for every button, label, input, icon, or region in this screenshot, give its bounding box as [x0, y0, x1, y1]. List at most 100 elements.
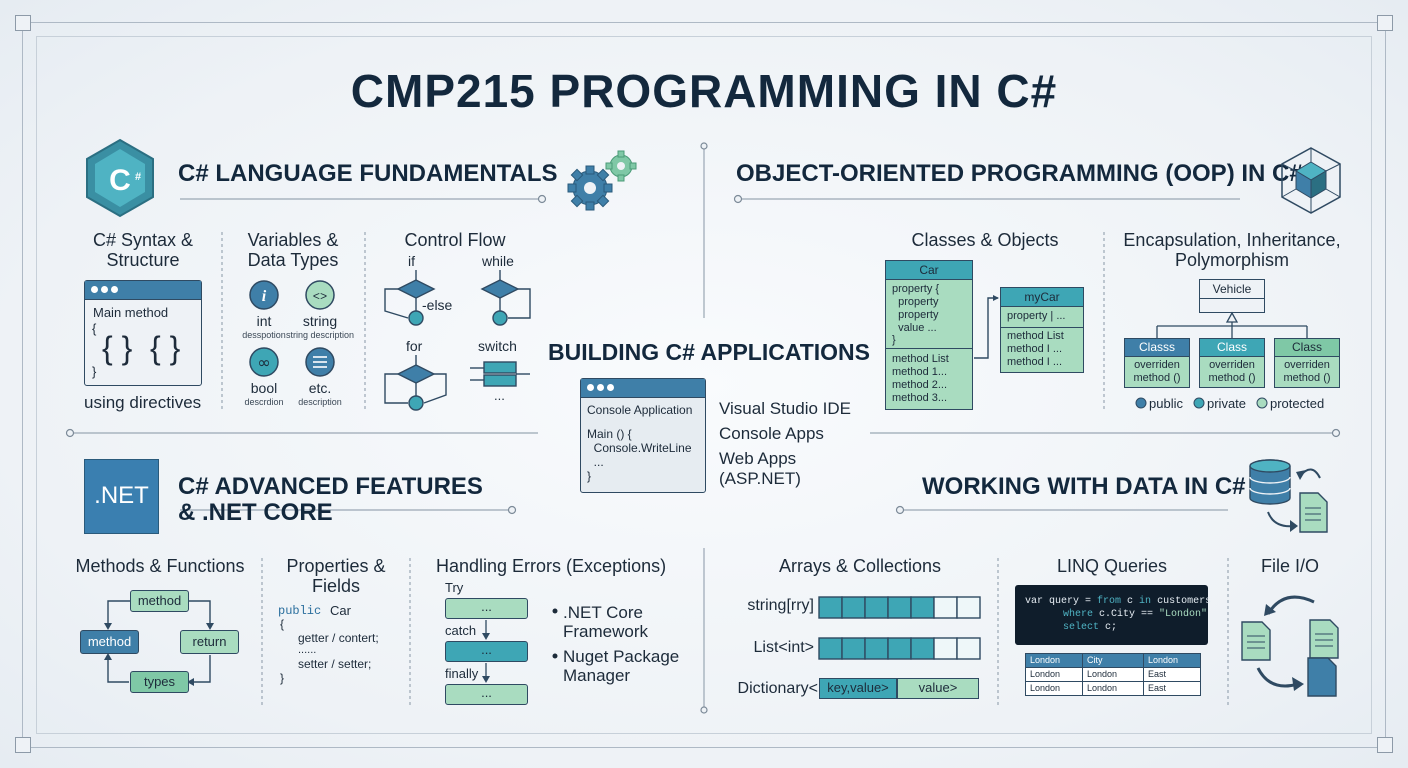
table-header-cell: London — [1148, 655, 1179, 665]
main-method-label: Main method — [93, 305, 169, 320]
car-method-1: method 1... — [892, 366, 948, 378]
list-icon — [305, 347, 335, 377]
inner-frame — [36, 36, 1372, 734]
braces-glyph: { } { } — [102, 330, 181, 366]
mycar-header: myCar — [1001, 288, 1083, 307]
child-class-2-body1: overriden — [1209, 359, 1255, 371]
car-class-box: Car — [885, 260, 973, 410]
variables-title-line2: Data Types — [247, 250, 339, 270]
child-class-2: Class overriden method () — [1199, 338, 1265, 388]
table-cell: East — [1148, 669, 1167, 679]
table-header-cell: City — [1083, 654, 1144, 667]
building-heading: BUILDING C# APPLICATIONS — [548, 339, 871, 365]
try-block: ... — [445, 598, 528, 619]
svg-text:C: C — [109, 164, 131, 197]
switch-label: switch — [478, 338, 517, 354]
syntax-title-line2: Structure — [106, 250, 180, 270]
properties-code-0: { — [280, 617, 285, 631]
type-bool-desc: descrdion — [244, 397, 284, 407]
method-node-return: return — [180, 630, 239, 654]
brace-open: { — [92, 321, 97, 336]
brace-close: } — [92, 364, 97, 379]
properties-code-1: getter / contert; — [298, 631, 379, 645]
car-prop-1: property — [892, 296, 939, 308]
oop-heading: OBJECT-ORIENTED PROGRAMMING (OOP) IN C# — [736, 160, 1303, 187]
type-string-desc: string description — [285, 330, 355, 340]
properties-title-line1: Properties & — [286, 556, 386, 576]
svg-text:∞: ∞ — [257, 353, 270, 372]
else-label: -else — [422, 297, 453, 313]
linq-line-2: where c.City == "London" — [1063, 609, 1208, 620]
table-cell: London — [1083, 668, 1144, 681]
table-row: London London East — [1026, 667, 1200, 681]
mycar-object-box: myCar — [1000, 287, 1084, 373]
console-window — [580, 378, 706, 493]
mycar-properties — [1001, 307, 1083, 328]
car-properties — [886, 280, 972, 349]
mycar-method-0: method List — [1007, 330, 1064, 342]
building-item-aspnet: (ASP.NET) — [719, 469, 801, 488]
window-dot — [111, 286, 118, 293]
type-string: string — [302, 313, 338, 329]
try-label: Try — [445, 580, 464, 595]
catch-label: catch — [445, 623, 477, 638]
for-label: for — [406, 338, 423, 354]
dictionary-value-cell: value> — [897, 678, 979, 699]
building-item-ide: Visual Studio IDE — [719, 399, 851, 418]
array-label-list: List<int> — [753, 639, 814, 656]
svg-text:i: i — [262, 288, 267, 305]
child-class-1-body2: method () — [1133, 372, 1181, 384]
bullet-dotnet-line2: Framework — [563, 622, 649, 641]
car-prop-2: property — [892, 309, 939, 321]
if-label: if — [408, 253, 415, 269]
car-method-3: method 3... — [892, 392, 948, 404]
type-bool: bool — [250, 380, 278, 396]
while-label: while — [482, 253, 514, 269]
child-class-1-header: Classs — [1125, 339, 1189, 357]
properties-code-4: } — [280, 671, 285, 685]
catch-block: ... — [445, 641, 528, 662]
console-code-3: } — [587, 469, 592, 483]
outer-frame — [22, 22, 1386, 748]
table-cell: London — [1026, 668, 1083, 681]
dotnet-logo: .NET — [84, 459, 159, 534]
vehicle-header: Vehicle — [1200, 280, 1264, 299]
window-dot — [597, 384, 604, 391]
frame-corner — [15, 15, 31, 31]
console-app-label: Console Application — [587, 403, 693, 417]
linq-title: LINQ Queries — [1056, 556, 1168, 576]
access-private: private — [1207, 396, 1247, 411]
child-class-3-header: Class — [1275, 339, 1339, 357]
properties-code-3: setter / setter; — [298, 657, 372, 671]
svg-text:<>: <> — [313, 290, 327, 304]
string-array-cell — [956, 596, 981, 619]
method-node-top: method — [130, 590, 189, 612]
car-method-0: method List — [892, 353, 949, 365]
pillars-title-line1: Encapsulation, Inheritance, — [1123, 230, 1341, 250]
window-dot — [587, 384, 594, 391]
child-class-1: Classs overriden method () — [1124, 338, 1190, 388]
table-header-cell: London — [1026, 654, 1083, 667]
table-cell: London — [1083, 682, 1144, 695]
car-prop-0: property { — [892, 283, 940, 295]
methods-title: Methods & Functions — [75, 556, 245, 576]
using-directives-label: using directives — [84, 393, 202, 412]
errors-title: Handling Errors (Exceptions) — [436, 556, 667, 576]
frame-corner — [1377, 15, 1393, 31]
svg-text:#: # — [135, 171, 141, 183]
arrays-title: Arrays & Collections — [778, 556, 942, 576]
control-flow-title: Control Flow — [404, 230, 506, 250]
dictionary-key-cell: key,value> — [819, 678, 897, 699]
building-item-web: Web Apps — [719, 449, 797, 468]
child-class-3-body1: overriden — [1284, 359, 1330, 371]
building-item-console: Console Apps — [719, 424, 824, 443]
